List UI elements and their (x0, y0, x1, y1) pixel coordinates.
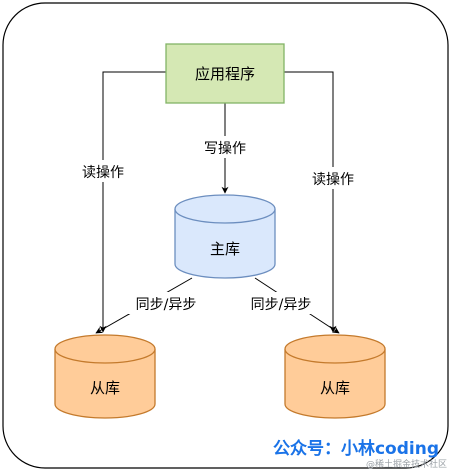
read-arrow-right (284, 71, 337, 333)
sync-label-left: 同步/异步 (136, 297, 197, 313)
master-db-label: 主库 (210, 240, 240, 258)
slave-db-left (54, 334, 156, 419)
read-label-right: 读操作 (312, 171, 354, 188)
sync-label-right: 同步/异步 (251, 297, 312, 313)
read-label-left: 读操作 (82, 164, 124, 181)
app-box-label: 应用程序 (195, 65, 255, 83)
read-arrow-left (99, 71, 166, 333)
write-label: 写操作 (204, 141, 246, 157)
watermark-brand: 公众号：小林coding (273, 438, 439, 459)
slave-db-right-label: 从库 (320, 379, 350, 397)
slave-db-right (284, 334, 386, 419)
master-db (174, 194, 276, 279)
slave-db-left-label: 从库 (90, 379, 120, 397)
app-box (165, 43, 285, 104)
watermark-site: @稀土掘金技术社区 (366, 458, 447, 470)
